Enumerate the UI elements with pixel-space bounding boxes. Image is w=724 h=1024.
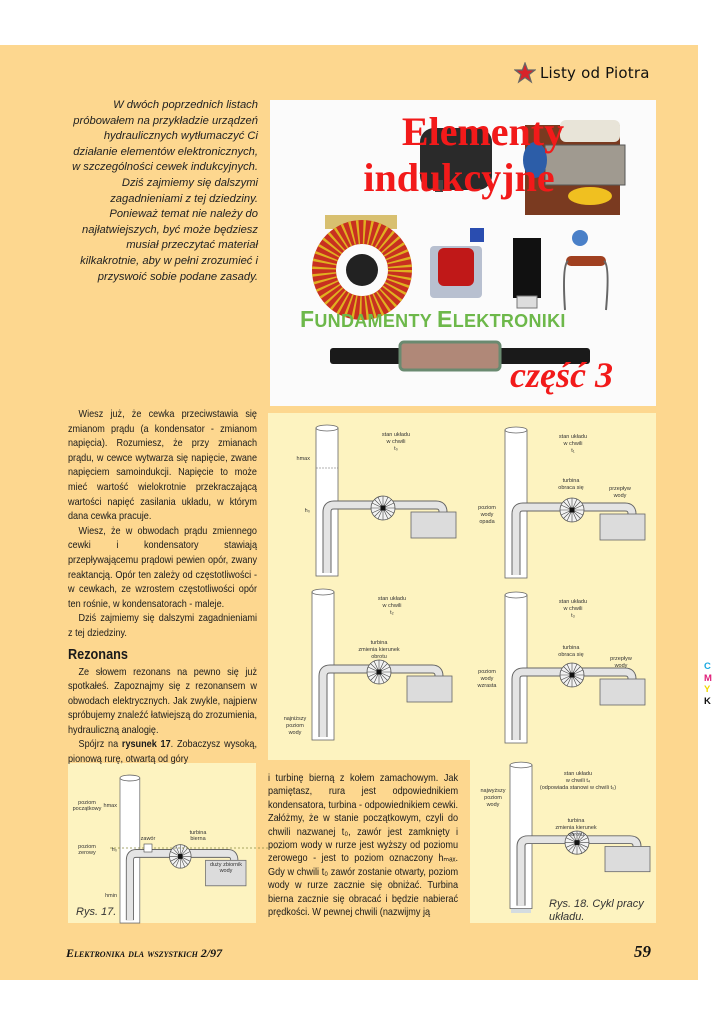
text-run: . Zobaczysz wysoką, pionową rurę, otwart… [68,739,257,766]
paragraph: Dziś zajmiemy się dalszymi zagadnieniami… [68,613,257,639]
section-title-initial: F [300,306,315,332]
diagram-state-t4: stan układu w chwili t₄ (odpowiada stano… [480,762,650,913]
diagram-label: wody [614,663,628,669]
figure-17-caption: Rys. 17. [76,906,117,918]
diagram-label: turbina [563,645,581,651]
diagram-label: turbina [568,818,586,824]
diagram-state-t3: stan układu w chwili t₃ turbina obraca s… [477,592,645,743]
figure-17-panel [68,763,256,923]
cyan-mark: C [704,661,711,672]
section-title-initial: E [437,306,453,332]
diagram-label: wody [480,512,494,518]
diagram-label: stan układu [564,771,592,777]
paragraph: Ze słowem rezonans na pewno się już spot… [68,666,257,736]
diagram-label: h₀ [112,847,117,853]
diagram-label: najwyższy [480,788,505,794]
figure-17-diagram: poziom początkowy hmax poziom zerowy h₀ … [73,775,290,923]
diagram-label: h₀ [305,508,310,514]
diagram-label: poziom [478,505,496,511]
diagram-label: obraca się [558,652,583,658]
part-number: część 3 [510,355,613,395]
diagram-label: t₃ [571,613,575,619]
diagram-label: wody [613,493,627,499]
yellow-mark: Y [704,684,711,695]
diagram-label: w chwili [386,439,406,445]
diagram-label: wody [288,730,302,736]
diagram-state-t2: stan układu w chwili t₂ turbina zmienia … [284,589,452,740]
body-column-middle: i turbinę bierną z kołem zamachowym. Jak… [268,772,458,919]
components-photo [312,120,626,372]
diagram-label: stan układu [382,432,410,438]
article-title-line2: indukcyjne [363,155,555,200]
diagram-label: w chwili [563,606,583,612]
diagram-label: poziom [478,669,496,675]
diagram-label: t₂ [390,610,394,616]
diagram-label: t₀ [394,446,398,452]
diagram-label: turbina [190,830,208,836]
diagram-label: wody [219,868,233,874]
page-number: 59 [634,942,651,961]
diagram-label: zawór [141,836,156,842]
star-icon [514,62,536,84]
diagram-label: stan układu [559,434,587,440]
diagram-label: (odpowiada stanowi w chwili t₀) [540,785,616,791]
diagram-label: hmax [297,456,311,462]
article-title-line1: Elementy [401,109,565,154]
text-run: Spójrz na [78,739,122,751]
diagram-label: opada [479,519,495,525]
diagram-label: wody [486,802,500,808]
figure-reference: rysunek 17 [121,739,171,751]
diagram-label: hmin [105,893,117,899]
paragraph: Wiesz już, że cewka przeciwstawia się zm… [68,409,257,523]
diagram-label: początkowy [73,806,102,812]
intro-text: W dwóch poprzednich listach próbowałem n… [72,99,258,283]
diagram-label: stan układu [559,599,587,605]
diagram-label: zmienia kierunek [555,825,597,831]
diagram-label: obrotu [568,832,584,838]
diagram-label: stan układu [378,596,406,602]
diagram-label: t₁ [571,448,575,454]
diagram-label: zmienia kierunek [358,647,400,653]
diagram-label: w chwili t₄ [565,778,591,784]
diagram-label: najniższy [284,716,307,722]
print-color-marks: C M Y K [704,661,712,707]
caption-line: Rys. 18. Cykl pracy [549,898,644,910]
diagram-label: turbina [371,640,389,646]
diagram-label: turbina [563,478,581,484]
diagram-state-t1: stan układu w chwili t₁ turbina obraca s… [478,427,645,578]
diagram-label: hmax [104,803,118,809]
black-mark: K [704,695,711,707]
paragraph: Wiesz, że w obwodach prądu zmiennego cew… [68,525,257,610]
magazine-footer: Elektronika dla wszystkich 2/97 [66,946,223,960]
diagram-label: wody [480,676,494,682]
diagram-state-t0: stan układu w chwili t₀ hmax h₀ [297,425,456,576]
diagram-label: poziom [484,795,502,801]
series-label: Listy od Piotra [540,64,650,82]
body-column-left: Wiesz już, że cewka przeciwstawia się zm… [68,408,257,768]
paragraph: i turbinę bierną z kołem zamachowym. Jak… [268,773,459,919]
diagram-label: w chwili [382,603,402,609]
diagram-label: przepływ [610,656,632,662]
magenta-mark: M [704,672,712,684]
diagram-label: bierna [190,836,206,842]
diagram-label: obrotu [371,654,387,660]
title-photo: Elementy indukcyjne FUNDAMENTY ELEKTRONI… [270,100,656,406]
section-title-part: LEKTRONIKI [452,311,566,331]
diagram-label: wzrasta [477,683,498,689]
paragraph: Spójrz na rysunek 17. Zobaczysz wysoką, … [68,738,257,767]
diagram-label: poziom [78,800,96,806]
section-title-part: UNDAMENTY [314,311,438,331]
diagram-label: duży zbiornik [210,862,242,868]
diagram-label: w chwili [563,441,583,447]
diagram-label: zerowy [78,850,96,856]
caption-line: układu. [549,911,585,923]
diagram-label: poziom [78,844,96,850]
section-title: FUNDAMENTY ELEKTRONIKI [300,306,566,333]
diagram-label: przepływ [609,486,631,492]
diagram-label: poziom [286,723,304,729]
diagram-label: obraca się [558,485,583,491]
section-heading: Rezonans [68,646,128,663]
